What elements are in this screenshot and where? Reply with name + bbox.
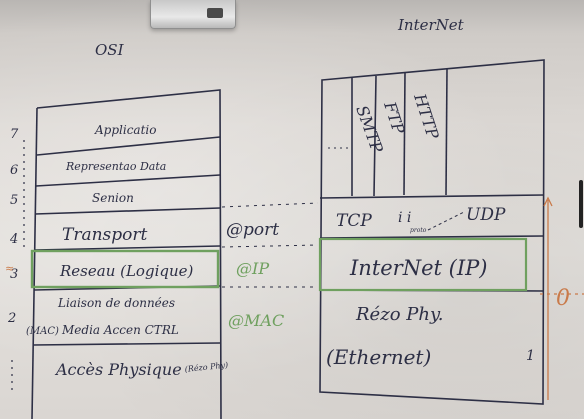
divider-5-4 <box>34 207 221 215</box>
divider-4-3 <box>34 245 221 251</box>
app-divider <box>445 68 448 196</box>
layer-3-mark: ≈ <box>5 262 14 275</box>
right-number-bottom: 1 <box>526 348 535 364</box>
ip-address: @IP <box>236 259 269 278</box>
layer-number: 2 <box>7 311 16 326</box>
layer-number: 6 <box>10 163 18 178</box>
internet-layer-label: InterNet (IP) <box>349 256 487 280</box>
mac-address: @MAC <box>228 311 284 330</box>
transport-internet-divider <box>319 235 545 239</box>
transport-dots: i i <box>398 210 411 226</box>
osi-network-layer-highlight <box>30 249 220 289</box>
mac-tag: (MAC) <box>26 326 59 337</box>
arrow-up-icon <box>543 196 553 207</box>
osi-label-presentation: Representao Data <box>65 160 166 173</box>
divider-6-5 <box>35 174 221 187</box>
transport-tcp: TCP <box>336 211 372 231</box>
middle-guides <box>221 202 319 288</box>
ethernet-label: (Ethernet) <box>326 345 431 369</box>
osi-label-network: Reseau (Logique) <box>59 262 194 280</box>
layer-number: 4 <box>9 232 18 247</box>
protocol-http: HTTP <box>410 90 443 141</box>
osi-label-datalink: Liaison de données <box>57 296 175 310</box>
projector-lens <box>207 8 223 18</box>
app-divider <box>403 71 406 196</box>
rezo-phy-label: Rézo Phy. <box>355 304 443 325</box>
layer-number: 7 <box>10 127 19 142</box>
port-address: @port <box>226 220 279 240</box>
transport-udp: UDP <box>466 205 506 225</box>
proto-arrow <box>427 211 465 231</box>
osi-label-transport: Transport <box>62 225 148 245</box>
left-dashes <box>11 140 25 395</box>
osi-label-application: Applicatio <box>94 123 156 137</box>
osi-label-media-access: Media Accen CTRL <box>61 323 179 337</box>
rezo-phy-small: (Rézo Phy) <box>184 360 228 374</box>
osi-layer-numbers: 7 6 5 4 3 2 <box>7 127 19 326</box>
transport-proto: proto <box>410 227 427 234</box>
osi-label-session: Senion <box>92 191 134 205</box>
divider-7-6 <box>36 136 221 156</box>
scrollbar[interactable] <box>579 180 583 228</box>
osi-label-physical: Accès Physique <box>54 360 182 379</box>
app-divider <box>373 75 377 197</box>
divider-2-1 <box>32 342 221 346</box>
right-number-top: 0 <box>556 286 570 311</box>
protocol-smtp: SMTP <box>352 103 387 156</box>
ceiling-projector <box>150 0 236 29</box>
internet-title: InterNet <box>397 16 465 34</box>
internet-layer-highlight <box>318 237 528 292</box>
app-transport-divider <box>319 194 545 199</box>
layer-number: 5 <box>10 193 18 208</box>
layer-number: 3 <box>10 267 18 282</box>
osi-title: OSI <box>95 41 125 59</box>
